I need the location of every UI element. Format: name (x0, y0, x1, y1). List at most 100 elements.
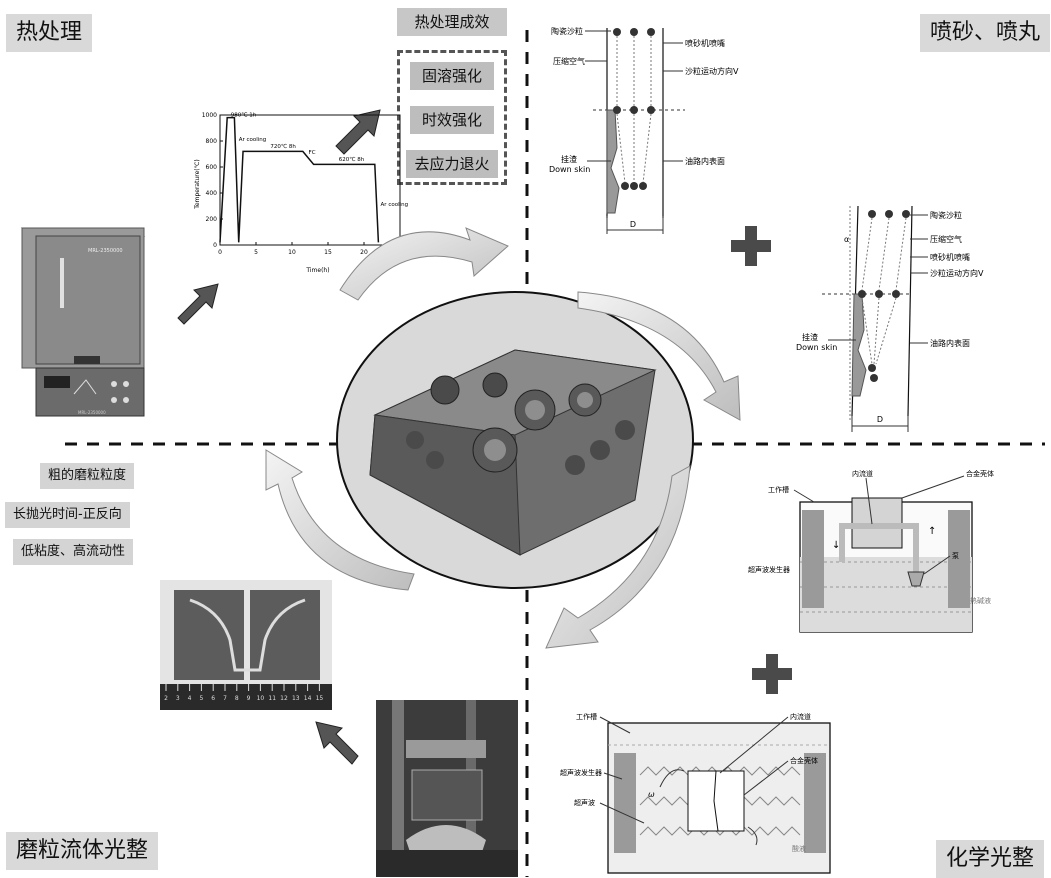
label-compressed-air: 压缩空气 (553, 56, 585, 66)
hydraulic-manifold-part (369, 349, 657, 556)
x-tick-label: 10 (288, 249, 296, 256)
ruler-tick-label: 7 (223, 695, 227, 702)
label-direction: 沙粒运动方向V (685, 66, 739, 76)
label-ceramic-sand: 陶瓷沙粒 (551, 26, 583, 36)
chart-xlabel: Time(h) (305, 267, 329, 274)
chart-annotation: 720℃ 8h (270, 143, 296, 150)
diameter-label: D (630, 220, 636, 229)
chart-annotation: Ar cooling (239, 137, 267, 143)
label-inner-channel: 内流道 (790, 712, 811, 721)
ruler-tick-label: 8 (235, 695, 239, 702)
ruler-tick-label: 5 (199, 695, 203, 702)
label-slag-cn: 挂渣 (561, 154, 577, 164)
effect-item: 固溶强化 (410, 62, 494, 90)
abrasive-param: 低粘度、高流动性 (13, 539, 134, 565)
ruler-tick-label: 6 (211, 695, 215, 702)
arrow-chart-to-effects (335, 109, 381, 155)
svg-text:↓: ↓ (832, 540, 840, 551)
x-tick-label: 0 (218, 249, 222, 256)
label-nozzle: 喷砂机喷嘴 (930, 252, 970, 262)
label-ultrasonic-wave: 超声波 (574, 798, 595, 807)
label-alkali-liquid: 热碱液 (970, 596, 991, 605)
ruler-tick-label: 10 (257, 695, 265, 702)
x-tick-label: 20 (360, 249, 368, 256)
label-work-tank: 工作槽 (576, 712, 597, 721)
label-slag-en: Down skin (549, 165, 590, 174)
diameter-label: D (877, 415, 883, 424)
ruler-tick-label: 14 (304, 695, 312, 702)
chart-annotation: 620℃ 8h (339, 156, 365, 163)
label-inner-surface: 油路内表面 (930, 338, 970, 348)
shot-blasting-title: 喷砂、喷丸 (920, 14, 1051, 52)
chart-frame (219, 114, 401, 246)
arrow-photo-to-sample (315, 721, 359, 765)
y-tick-label: 800 (206, 138, 218, 145)
angle-alpha-label: α (844, 235, 849, 244)
label-ultrasonic-generator: 超声波发生器 (560, 768, 602, 777)
ruler-tick-label: 2 (164, 695, 168, 702)
ruler-tick-label: 3 (176, 695, 180, 702)
x-tick-label: 5 (254, 249, 258, 256)
label-nozzle: 喷砂机喷嘴 (685, 38, 725, 48)
ruler-tick-label: 11 (268, 695, 276, 702)
omega-label: ω (648, 790, 655, 799)
arrow-right (577, 291, 741, 421)
chart-axes (219, 114, 401, 246)
effects-box (397, 50, 507, 185)
furnace-panel-text: MRL-2350000 (78, 410, 106, 415)
abrasive-flow-title: 磨粒流体光整 (6, 832, 159, 870)
ruler-tick-label: 12 (280, 695, 288, 702)
label-compressed-air: 压缩空气 (930, 234, 962, 244)
label-acid-liquid: 酸液 (792, 844, 806, 853)
blasting-diagram-vertical: D 陶瓷沙粒 喷砂机喷嘴 压缩空气 沙粒运动方向V 挂渣 Down skin 油… (549, 26, 739, 234)
arrow-bottom (545, 465, 691, 649)
label-ceramic-sand: 陶瓷沙粒 (930, 210, 962, 220)
chart-ylabel: Temperature(℃) (194, 159, 201, 209)
y-tick-label: 200 (206, 216, 218, 223)
ruler-tick-label: 13 (292, 695, 300, 702)
heat-treatment-title: 热处理 (6, 14, 93, 52)
x-tick-label: 15 (324, 249, 332, 256)
blasting-diagram-angled: D α 陶瓷沙粒 压缩空气 喷砂机喷嘴 沙粒运动方向V 挂渣 Down skin… (796, 205, 984, 432)
chemical-finishing-title: 化学光整 (936, 840, 1045, 878)
label-slag-cn: 挂渣 (802, 332, 818, 342)
effect-item: 去应力退火 (406, 150, 498, 178)
ultrasonic-cleaning-diagram: ↓ ↑ 工作槽 内流道 合金壳体 泵 超声波发生器 热碱液 (748, 469, 994, 633)
temperature-curve (219, 116, 380, 243)
furnace-illustration: MRL-2350000 MRL-2350000 (20, 227, 146, 417)
plus-icon (731, 226, 771, 266)
chart-annotation: 980℃ 1h (231, 111, 257, 118)
ruler-tick-label: 9 (247, 695, 251, 702)
label-ultrasonic-generator: 超声波发生器 (748, 565, 790, 574)
chart-annotation: Ar cooling (381, 202, 409, 208)
heat-treatment-effects-title: 热处理成效 (397, 8, 507, 36)
abrasive-param: 长抛光时间-正反向 (5, 502, 130, 528)
chemical-polishing-diagram: ω 工作槽 内流道 合金壳体 超声波发生器 超声波 酸液 (560, 712, 831, 874)
y-tick-label: 0 (213, 242, 217, 249)
effect-item: 时效强化 (410, 106, 494, 134)
abrasive-param: 粗的磨粒粒度 (40, 463, 135, 489)
abrasive-machine-photo (376, 700, 518, 877)
plus-icon (752, 654, 792, 694)
furnace-brand: MRL-2350000 (88, 248, 123, 254)
ruler-tick-label: 4 (188, 695, 192, 702)
arrow-furnace-to-chart (177, 283, 219, 325)
label-inner-surface: 油路内表面 (685, 156, 725, 166)
arrow-top (339, 227, 509, 301)
label-slag-en: Down skin (796, 343, 837, 352)
label-pump: 泵 (952, 552, 959, 560)
arrow-left (265, 449, 415, 591)
y-tick-label: 400 (206, 190, 218, 197)
ruler-tick-label: 15 (316, 695, 324, 702)
label-direction: 沙粒运动方向V (930, 268, 984, 278)
y-tick-label: 600 (206, 164, 218, 171)
y-tick-label: 1000 (202, 112, 217, 119)
label-inner-channel: 内流道 (852, 469, 873, 478)
central-part-ellipse (336, 291, 694, 589)
